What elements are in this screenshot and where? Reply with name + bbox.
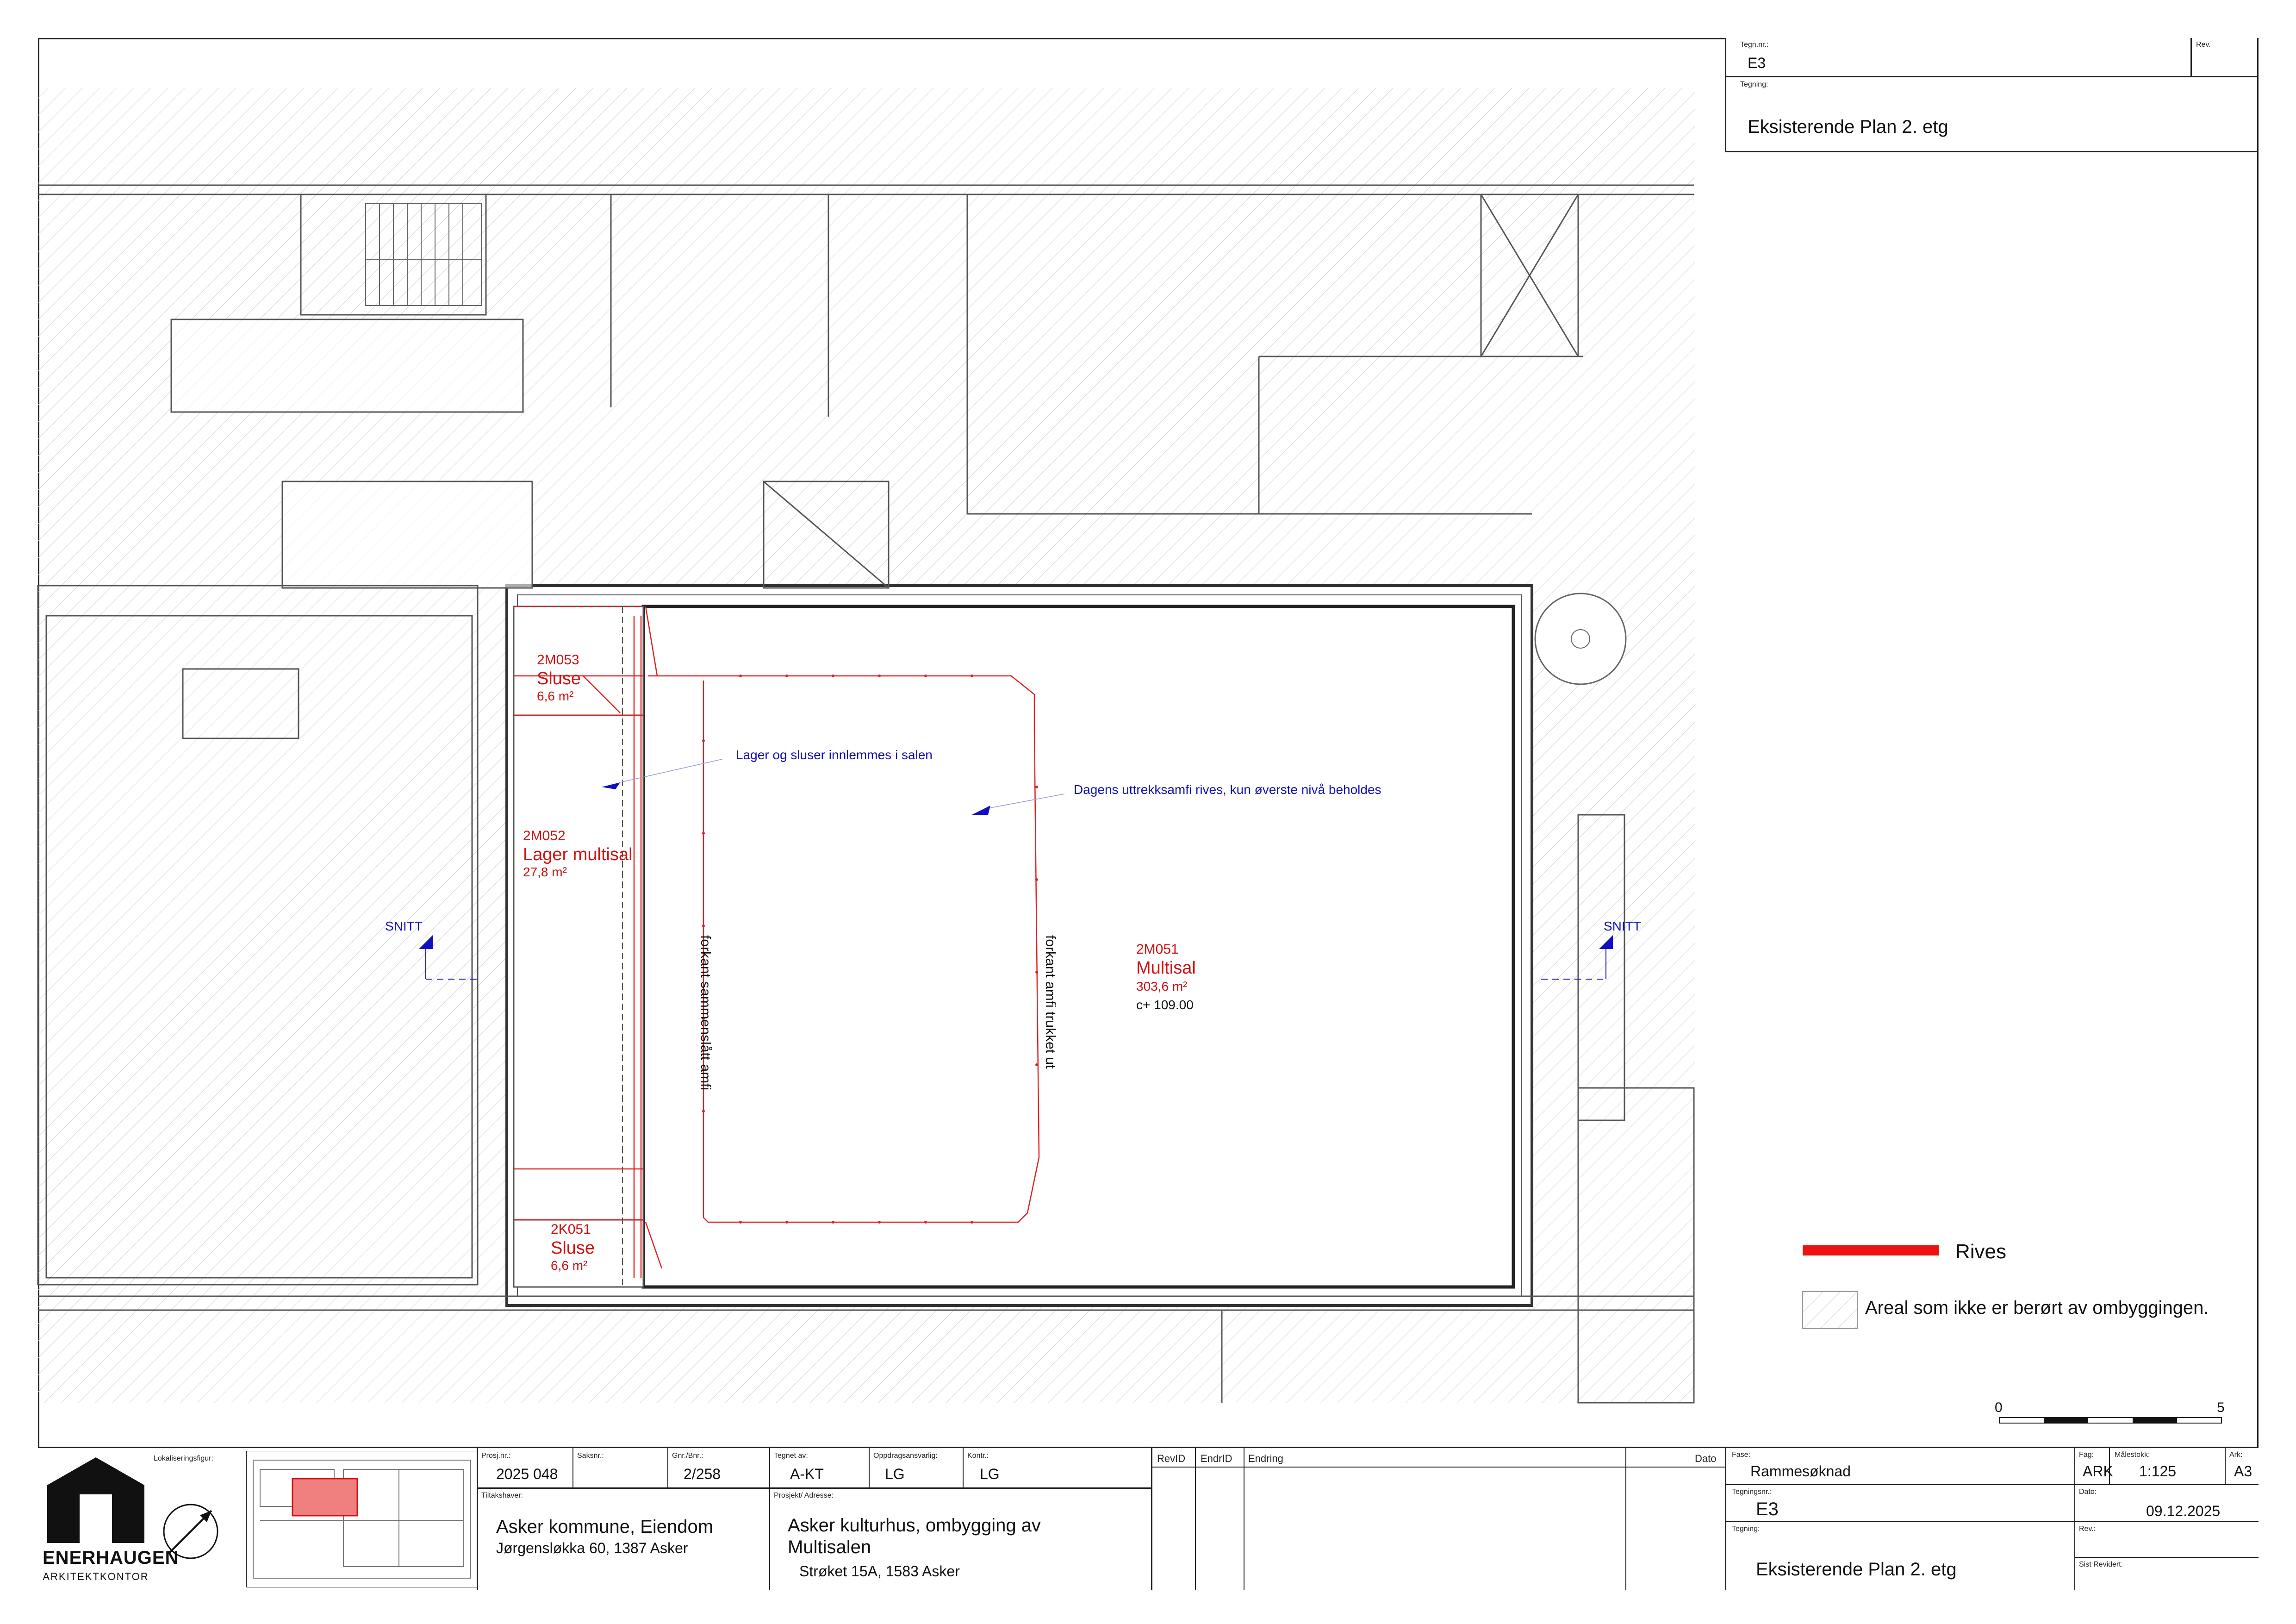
tiltakshaver: Asker kommune, Eiendom xyxy=(496,1517,714,1537)
room-2m051-id: 2M051 xyxy=(1136,942,1179,957)
tegning-bottom-label: Tegning: xyxy=(1732,1525,1760,1533)
oppdragsansvarlig-label: Oppdragsansvarlig: xyxy=(873,1452,938,1460)
rev-bottom-label: Rev.: xyxy=(2079,1525,2096,1533)
fase: Rammesøknad xyxy=(1750,1463,1851,1480)
location-map xyxy=(246,1451,478,1587)
tegning-bottom: Eksisterende Plan 2. etg xyxy=(1756,1559,1957,1580)
prosj-nr-label: Prosj.nr.: xyxy=(481,1452,511,1460)
fag: ARK xyxy=(2083,1463,2113,1480)
tiltakshaver-label: Tiltakshaver: xyxy=(481,1492,523,1499)
endring-label: Endring xyxy=(1248,1453,1283,1464)
prosjekt-label: Prosjekt/ Adresse: xyxy=(774,1492,834,1499)
lokaliseringsfigur-label: Lokaliseringsfigur: xyxy=(154,1455,213,1462)
tegn-nr-label: Tegn.nr.: xyxy=(1740,41,1769,49)
snitt-right-label: SNITT xyxy=(1604,919,1641,933)
note-forkant-sammenslatt: forkant sammenslått amfi xyxy=(698,935,713,1090)
drawing-header: Tegn.nr.: E3 Rev. Tegning: Eksisterende … xyxy=(1725,38,2259,152)
spiral-stair xyxy=(1534,593,1627,685)
endrid-label: EndrID xyxy=(1201,1453,1232,1464)
kontr-label: Kontr.: xyxy=(967,1452,989,1460)
sist-revidert-label: Sist Revidert: xyxy=(2079,1561,2123,1568)
north-arrow-icon xyxy=(163,1504,218,1559)
prosjekt-line1: Asker kulturhus, ombygging av xyxy=(788,1515,1041,1536)
lager-rooms xyxy=(513,606,644,1288)
dato-hdr-label: Dato xyxy=(1695,1453,1717,1464)
gnr-bnr-label: Gnr./Bnr.: xyxy=(672,1452,703,1460)
note-amfi: Dagens uttrekksamfi rives, kun øverste n… xyxy=(1074,782,1381,797)
tegning-label: Tegning: xyxy=(1740,81,1768,88)
room-2k051-area: 6,6 m² xyxy=(551,1258,587,1273)
tegnet-av: A-KT xyxy=(790,1466,824,1482)
fase-label: Fase: xyxy=(1732,1451,1751,1459)
room-2m053-area: 6,6 m² xyxy=(537,689,573,703)
gnr-bnr: 2/258 xyxy=(684,1466,721,1482)
room-2m051-area: 303,6 m² xyxy=(1136,979,1188,993)
legend-rives-label: Rives xyxy=(1955,1240,2006,1263)
room-2m051-name: Multisal xyxy=(1136,958,1196,978)
legend-areal-swatch xyxy=(1802,1291,1858,1329)
scale-start: 0 xyxy=(1995,1400,2003,1415)
tegn-nr-value: E3 xyxy=(1748,55,1766,71)
title-block: ENERHAUGEN ARKITEKTKONTOR Lokaliseringsf… xyxy=(38,1447,2259,1590)
room-2k051-name: Sluse xyxy=(551,1238,595,1258)
tegningsnr: E3 xyxy=(1756,1499,1779,1519)
scale-end: 5 xyxy=(2217,1400,2225,1415)
tegnet-av-label: Tegnet av: xyxy=(774,1452,808,1460)
tegning-title: Eksisterende Plan 2. etg xyxy=(1748,117,1948,137)
legend-rives-swatch xyxy=(1803,1245,1939,1255)
room-2m052-area: 27,8 m² xyxy=(523,865,567,879)
dato-label: Dato: xyxy=(2079,1488,2097,1496)
location-highlight xyxy=(292,1478,358,1517)
rev-label: Rev. xyxy=(2196,41,2211,49)
note-forkant-trukket: forkant amfi trukket ut xyxy=(1043,935,1058,1069)
logo: ENERHAUGEN ARKITEKTKONTOR xyxy=(43,1453,179,1587)
rives-lines xyxy=(514,606,1040,1278)
malestokk: 1:125 xyxy=(2139,1463,2177,1480)
prosjekt-line2: Multisalen xyxy=(788,1537,871,1557)
saksnr-label: Saksnr.: xyxy=(577,1452,604,1460)
note-leaders xyxy=(602,759,1065,815)
tegningsnr-label: Tegningsnr.: xyxy=(1732,1488,1772,1496)
note-lager: Lager og sluser innlemmes i salen xyxy=(736,748,933,762)
ark-label: Ark: xyxy=(2229,1451,2243,1459)
kontr: LG xyxy=(980,1466,1000,1482)
room-2m053-name: Sluse xyxy=(537,669,581,688)
malestokk-label: Målestokk: xyxy=(2115,1451,2150,1459)
stair xyxy=(365,203,482,306)
prosj-nr: 2025 048 xyxy=(496,1466,558,1482)
room-2m053-id: 2M053 xyxy=(537,652,579,668)
fag-label: Fag: xyxy=(2079,1451,2094,1459)
prosjekt-adr: Strøket 15A, 1583 Asker xyxy=(799,1563,960,1580)
snitt-left-label: SNITT xyxy=(385,919,423,933)
legend-areal-label: Areal som ikke er berørt av ombyggingen. xyxy=(1865,1298,2209,1318)
room-2k051-id: 2K051 xyxy=(551,1222,591,1237)
oppdragsansvarlig: LG xyxy=(885,1466,905,1482)
logo-main: ENERHAUGEN xyxy=(43,1548,179,1568)
building-walls xyxy=(37,184,1695,1404)
dato: 09.12.2025 xyxy=(2146,1503,2221,1519)
scale-bar: 0 5 xyxy=(1995,1400,2225,1424)
logo-mark-icon xyxy=(47,1457,144,1543)
rives-markers xyxy=(702,675,1038,1224)
room-2m052-id: 2M052 xyxy=(523,828,566,843)
revid-label: RevID xyxy=(1157,1453,1186,1464)
ark: A3 xyxy=(2234,1463,2252,1480)
logo-sub: ARKITEKTKONTOR xyxy=(43,1571,149,1582)
tiltakshaver-adr: Jørgensløkka 60, 1387 Asker xyxy=(496,1540,688,1556)
room-2m051-level: c+ 109.00 xyxy=(1136,998,1194,1012)
room-2m052-name: Lager multisal xyxy=(523,845,633,864)
section-markers xyxy=(419,935,1613,980)
multisal-room xyxy=(641,605,1515,1289)
